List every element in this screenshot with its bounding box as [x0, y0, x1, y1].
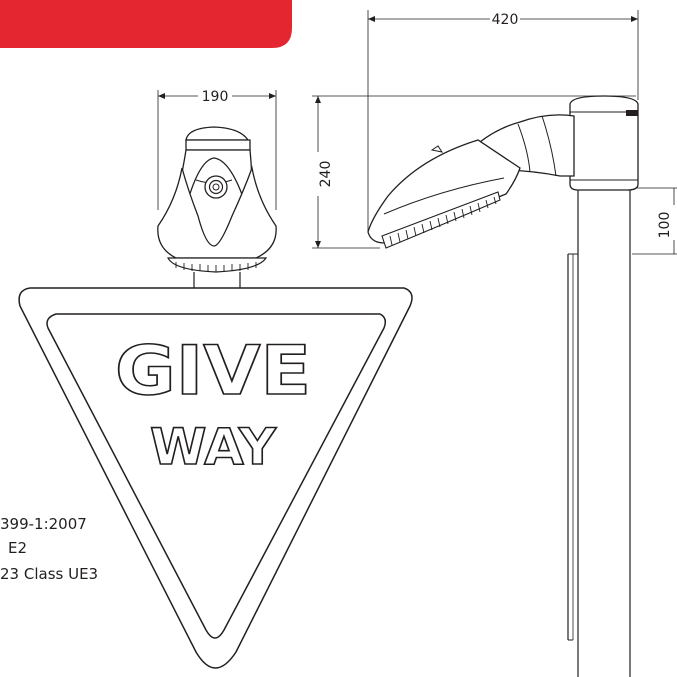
dimension-side-width: 420	[367, 10, 639, 232]
sign-word-way: WAY	[150, 418, 277, 476]
dimension-height: 240	[312, 95, 636, 249]
luminaire-front-view	[157, 126, 277, 288]
dimension-label-240: 240	[318, 161, 334, 188]
give-way-sign: GIVE WAY	[18, 287, 413, 669]
spec-text-block: 399-1:2007 E2 23 Class UE3	[0, 515, 98, 583]
sign-outer-border	[18, 287, 413, 669]
spec-line-1: 399-1:2007	[0, 515, 87, 533]
dimension-label-100: 100	[657, 212, 673, 239]
post	[567, 190, 631, 677]
dimension-post-offset: 100	[632, 187, 677, 255]
spec-line-3: 23 Class UE3	[0, 565, 98, 583]
spec-line-2: E2	[8, 539, 27, 557]
accent-banner	[0, 0, 292, 48]
dimension-label-420: 420	[492, 12, 519, 28]
dimension-label-190: 190	[202, 89, 229, 105]
sign-word-give: GIVE	[115, 332, 311, 411]
dimension-front-width: 190	[157, 89, 277, 210]
luminaire-side-view	[367, 95, 639, 249]
sign-inner-border	[46, 313, 387, 639]
